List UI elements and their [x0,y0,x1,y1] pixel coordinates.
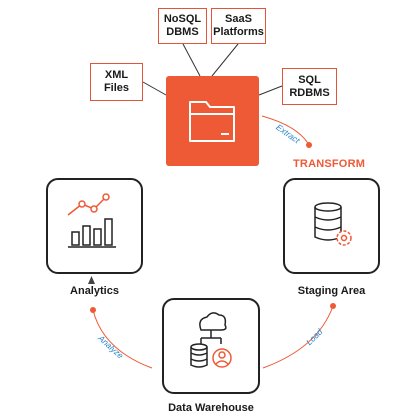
bar-chart-icon [67,193,116,248]
line-saas-hub [211,43,239,77]
load-arc [262,305,334,369]
source-xml: XML Files [90,63,143,101]
source-nosql: NoSQL DBMS [158,8,207,44]
staging-node [283,178,380,274]
extract-arc [261,115,310,146]
warehouse-node [162,298,260,394]
folder-icon [189,101,235,142]
line-xml-hub [142,81,167,96]
line-sql-hub [258,85,283,96]
warehouse-label: Data Warehouse [168,402,254,414]
extract-hub [166,76,259,166]
source-saas: SaaS Platforms [211,8,266,44]
cloud-database-user-icon [190,312,232,368]
analytics-node [46,178,143,274]
analyze-arc [92,309,153,369]
line-nosql-hub [182,43,201,77]
load-dot [330,303,336,309]
source-sql: SQL RDBMS [282,68,337,105]
analytics-label: Analytics [70,285,119,297]
staging-label: Staging Area [297,285,366,297]
step-transform: TRANSFORM [293,158,366,170]
arrow-up-icon [88,276,95,284]
analyze-dot [90,307,96,313]
database-gear-icon [314,202,352,246]
extract-dot [306,142,312,148]
